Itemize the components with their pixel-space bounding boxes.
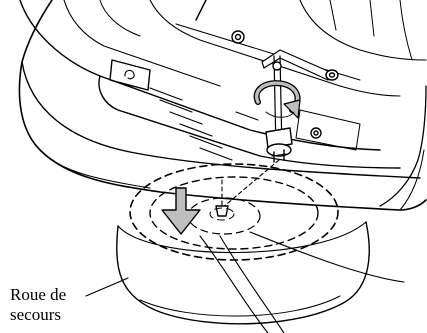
- rotate-arrow: [257, 83, 300, 118]
- vehicle-body: [19, 0, 426, 210]
- spare-tire-label-line2: secours: [10, 305, 100, 325]
- spare-tire-label: Roue de secours: [10, 285, 100, 325]
- hook-recess: [110, 60, 150, 90]
- trunk-floor: [20, 0, 426, 168]
- spare-tire-label-line1: Roue de: [10, 285, 100, 305]
- tire-position-rings: [130, 164, 338, 260]
